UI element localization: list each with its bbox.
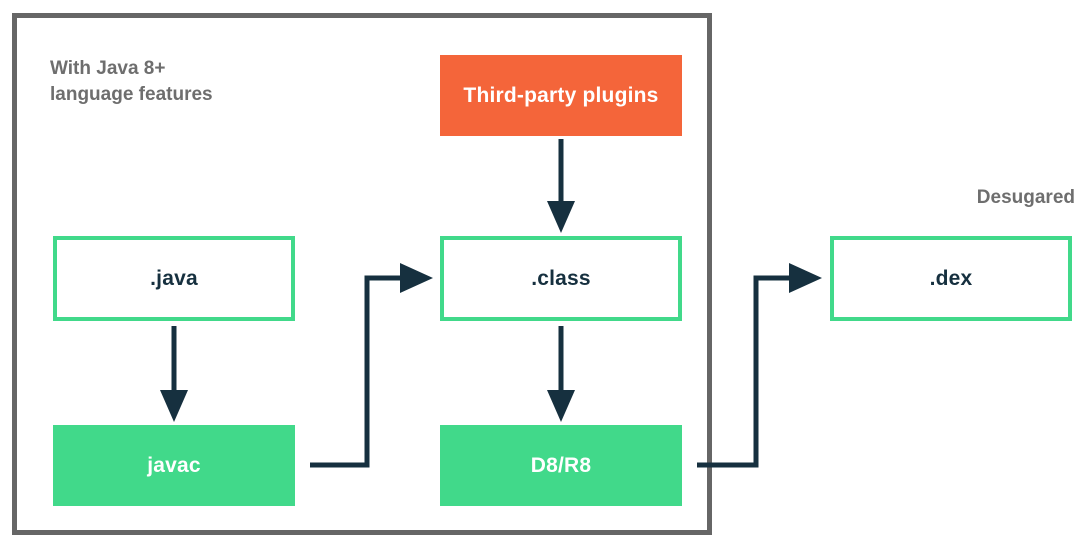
node-label: .java bbox=[150, 266, 198, 290]
node-label: Third-party plugins bbox=[463, 83, 659, 107]
node-label: .dex bbox=[929, 266, 973, 290]
node-label: D8/R8 bbox=[530, 453, 592, 477]
node-d8-r8[interactable]: D8/R8 bbox=[440, 425, 682, 506]
caption-desugared: Desugared bbox=[976, 187, 1075, 208]
node-dex-file[interactable]: .dex bbox=[830, 236, 1072, 321]
caption-with-java-8-language-features: With Java 8+ language features bbox=[50, 58, 213, 105]
arrow-elbow-glyph bbox=[697, 263, 822, 468]
node-third-party-plugins[interactable]: Third-party plugins bbox=[440, 55, 682, 136]
node-java-source[interactable]: .java bbox=[53, 236, 295, 321]
node-label: javac bbox=[147, 453, 201, 477]
java8-region-frame bbox=[12, 13, 712, 535]
node-class-file[interactable]: .class bbox=[440, 236, 682, 321]
node-javac[interactable]: javac bbox=[53, 425, 295, 506]
node-label: .class bbox=[531, 266, 591, 290]
